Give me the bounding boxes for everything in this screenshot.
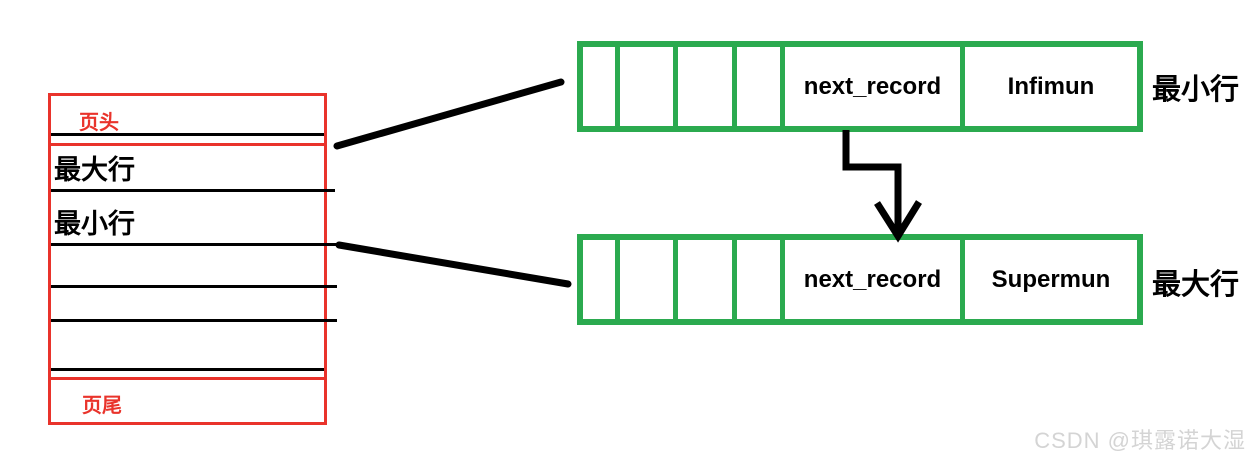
next-record-label: next_record: [803, 265, 942, 293]
page-footer-label: 页尾: [82, 395, 122, 417]
page-structure-table: 页头 最大行 最小行 页尾: [48, 93, 337, 425]
row-divider-line: [51, 319, 337, 322]
footer-top-border: [51, 377, 324, 380]
header-bottom-border: [51, 143, 324, 146]
max-row-label: 最大行: [54, 155, 135, 185]
record-empty-cell: [737, 47, 785, 126]
next-record-label: next_record: [803, 72, 942, 100]
record-empty-cell: [620, 47, 678, 126]
record-empty-cell: [678, 240, 737, 319]
row-divider-line: [51, 189, 335, 192]
row-divider-line: [51, 243, 337, 246]
next-record-cell: next_record: [785, 240, 965, 319]
row-divider-line: [51, 133, 324, 136]
infimum-value-label: Infimun: [1007, 72, 1095, 100]
table-to-infimum-connector-line: [333, 78, 565, 150]
record-value-cell: Infimun: [965, 47, 1137, 126]
record-empty-cell: [737, 240, 785, 319]
next-record-arrowhead-icon: [874, 200, 922, 243]
record-value-cell: Supermun: [965, 240, 1137, 319]
record-empty-cell: [583, 47, 620, 126]
table-to-supremum-connector-line: [335, 241, 572, 288]
infimum-record-row: next_record Infimun: [577, 41, 1143, 132]
supremum-value-label: Supermun: [991, 265, 1111, 293]
page-header-label: 页头: [79, 112, 119, 134]
min-row-label: 最小行: [54, 209, 135, 239]
csdn-watermark: CSDN @琪露诺大湿: [1034, 428, 1246, 453]
row-divider-line: [51, 285, 337, 288]
supremum-record-row: next_record Supermun: [577, 234, 1143, 325]
row-divider-line: [51, 368, 324, 371]
supremum-side-label: 最大行: [1152, 269, 1240, 301]
record-empty-cell: [583, 240, 620, 319]
next-record-cell: next_record: [785, 47, 965, 126]
infimum-side-label: 最小行: [1152, 74, 1240, 106]
next-record-arrow-shaft: [842, 130, 902, 232]
record-empty-cell: [620, 240, 678, 319]
record-empty-cell: [678, 47, 737, 126]
